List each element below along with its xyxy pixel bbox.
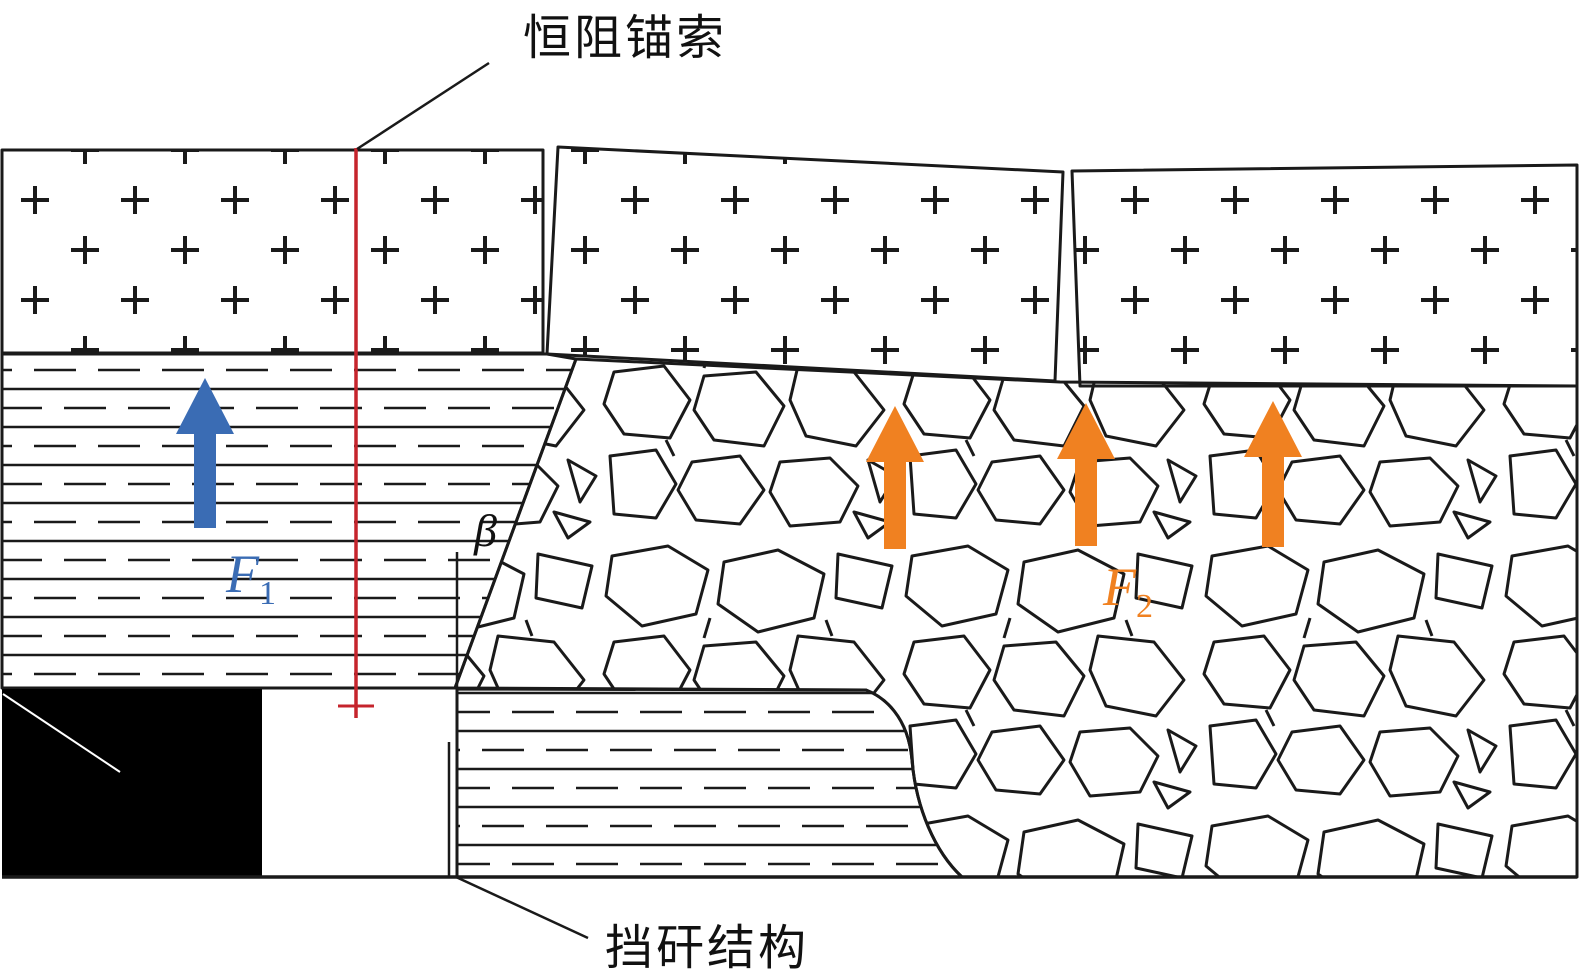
upper-strata-middle-block [545, 145, 1065, 383]
retaining-structure-label: 挡矸结构 [605, 922, 809, 975]
f2-symbol: F [1102, 557, 1137, 617]
retaining-structure-leader-line [455, 875, 589, 940]
f1-label: F1 [225, 544, 276, 612]
f1-symbol: F [225, 544, 260, 604]
floor-strata-region [455, 687, 964, 879]
coal-seam-block [2, 689, 262, 877]
beta-angle-label: β [473, 505, 497, 556]
f2-subscript: 2 [1136, 588, 1153, 625]
f2-force-arrow-1 [866, 406, 924, 549]
anchor-cable-label: 恒阻锚索 [523, 12, 727, 65]
upper-strata-left-block [0, 148, 545, 355]
upper-strata-right-block [1070, 163, 1579, 388]
f1-subscript: 1 [259, 575, 276, 612]
f2-force-arrow-3 [1244, 401, 1302, 547]
anchor-cable-leader-line [356, 61, 490, 151]
f1-force-arrow [176, 378, 234, 528]
f2-force-arrow-2 [1057, 403, 1115, 546]
coal-seam-highlight-line [2, 693, 121, 773]
f2-label: F2 [1102, 557, 1153, 625]
